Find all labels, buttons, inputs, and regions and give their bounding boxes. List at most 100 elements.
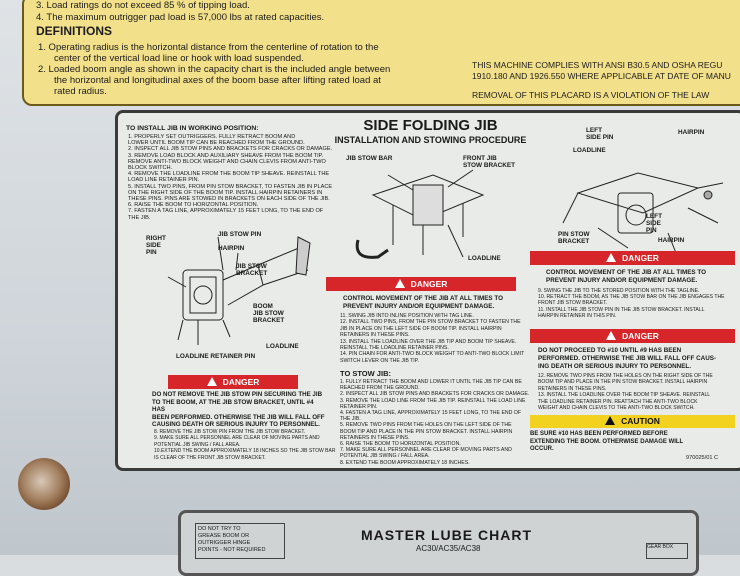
text-line: REACHED FROM THE GROUND. [340,385,420,392]
label-boom-jib-stow-bracket: BOOM JIB STOW BRACKET [253,303,285,324]
text-line: ING DEATH OR SERIOUS INJURY TO PERSONNEL… [538,363,692,370]
text-line: LOWER UNTIL BOOM TIP CAN BE REACHED FROM… [128,140,305,147]
danger-label-right-1: DANGER [622,253,659,263]
caution-label: CAUTION [621,416,660,426]
panel-bolt [18,458,70,510]
text-line: CONTROL MOVEMENT OF THE JIB AT ALL TIMES… [343,295,503,302]
text-line: 9. SWING THE JIB TO THE STORED POSITION … [538,288,700,294]
label-jib-stow-pin: JIB STOW PIN [218,231,262,238]
label-hairpin-left: HAIRPIN [218,245,245,252]
label-loadline-right: LOADLINE [573,147,606,154]
label-jib-stow-bracket: JIB STOW BRACKET [236,263,268,277]
label-left-side-pin-bottom: LEFT SIDE PIN [646,213,662,234]
text-line: SWITCH LEVER ON THE JIB TIP. [340,357,419,364]
text-line: CONTROL MOVEMENT OF THE JIB AT ALL TIMES… [546,269,706,276]
jib-stow-bar-illustration [355,169,485,259]
danger-label-right-2: DANGER [622,331,659,341]
compliance-line-2: 1910.180 AND 1926.550 WHERE APPLICABLE A… [472,71,731,81]
text-line: THESE PINS. PINS ARE STOWED IN BRACKETS … [128,196,330,202]
stow-heading: TO STOW JIB: [340,369,391,378]
definitions-heading: DEFINITIONS [36,24,113,38]
text-line: JIB IN PLACE ON THE LEFT SIDE OF BOOM TI… [340,325,502,332]
text-line: REINSTALL THE LOADLINE RETAINER PINS. [340,345,449,351]
label-pin-stow-bracket: PIN STOW BRACKET [558,231,590,245]
text-line: FRONT JIB STOW BRACKET. [538,300,608,307]
load-rating-note: 3. Load ratings do not exceed 85 % of ti… [36,0,250,11]
text-line: 6. RAISE THE BOOM TO HORIZONTAL POSITION… [128,202,259,209]
text-line: HAIRPIN RETAINER IN THIS PIN. [538,312,617,319]
label-left-side-pin-top: LEFT SIDE PIN [586,127,614,141]
text-line: 13. INSTALL THE LOADLINE OVER THE BOOM T… [538,392,711,399]
compliance-line-1: THIS MACHINE COMPLIES WITH ANSI B30.5 AN… [472,60,723,70]
text-line: 7. FASTEN A TAG LINE, APPROXIMATELY 15 F… [128,208,324,215]
warning-triangle-icon [394,279,405,288]
text-line: THE JIB. [128,214,151,221]
lube-chart-title: MASTER LUBE CHART [361,527,532,543]
text-line: RETAINERS IN THESE PINS. [340,332,410,339]
text-line: OCCUR. [530,446,554,452]
text-line: TO THE BOOM, AT THE JIB STOW BRACKET, UN… [152,398,314,406]
text-line: RETAINERS IN THESE PINS. [538,385,607,392]
side-folding-jib-placard: SIDE FOLDING JIB INSTALLATION AND STOWIN… [115,110,740,471]
warning-triangle-icon [606,253,617,262]
warning-triangle-icon [606,331,617,340]
text-line: 1. FULLY RETRACT THE BOOM AND LOWER IT U… [340,379,522,385]
text-line: 5. REMOVE TWO PINS FROM THE HOLES ON THE… [340,422,512,429]
lube-chart-models: AC30/AC35/AC38 [416,544,481,553]
danger-label-center: DANGER [410,279,448,289]
label-loadline-left: LOADLINE [266,343,299,350]
danger-label-left: DANGER [222,377,260,387]
text-line: 3. REMOVE LOAD BLOCK AND AUXILIARY SHEAV… [128,152,324,159]
text-line: 2. INSPECT ALL JIB STOW PINS AND BRACKET… [128,146,333,153]
load-chart-placard: 3. Load ratings do not exceed 85 % of ti… [22,0,740,106]
text-line: THE LOADLINE RETAINER PIN. REATTACH THE … [538,398,698,405]
text-line: 13. INSTALL THE LOADLINE OVER THE JIB TI… [340,338,517,345]
text-line: DO NOT REMOVE THE JIB STOW PIN SECURING … [152,391,323,398]
removal-warning: REMOVAL OF THIS PLACARD IS A VIOLATION O… [472,90,710,100]
text-line: THE JIB. [340,416,361,423]
text-line: IS CLEAR OF THE FRONT JIB STOW BRACKET. [154,454,266,461]
text-line: 10. RETRACT THE BOOM, AS THE JIB STOW BA… [538,294,725,301]
definition-2a: 2. Loaded boom angle as shown in the cap… [38,64,391,75]
lube-corner-box: GEAR BOX [646,543,688,559]
text-line: 8. EXTEND THE BOOM APPROXIMATELY 18 INCH… [340,459,470,466]
label-right-side-pin: RIGHT SIDE PIN [146,235,166,256]
text-line: 4. FASTEN A TAG LINE, APPROXIMATELY 15 F… [340,410,522,416]
outrigger-load-note: 4. The maximum outrigger pad load is 57,… [36,12,325,23]
definition-2c: rated radius. [54,86,107,97]
boom-tip-left-illustration [562,172,724,254]
master-lube-chart-placard: DO NOT TRY TO GREASE BOOM OR OUTRIGGER H… [178,510,699,576]
text-line: POTENTIAL JIB SWING / FALL AREA. [340,453,430,460]
lube-note: DO NOT TRY TO GREASE BOOM OR OUTRIGGER H… [195,523,285,559]
label-jib-stow-bar: JIB STOW BAR [346,155,393,162]
label-front-jib-stow-bracket: FRONT JIB STOW BRACKET [463,155,516,169]
danger-banner-left: DANGER [168,375,298,389]
danger-banner-center: DANGER [326,277,516,291]
caution-banner: CAUTION [530,415,735,428]
text-line: BOOM TIP AND PLACE IN THE PIN STOW BRACK… [340,428,513,435]
definition-2b: the horizontal and longitudinal axes of … [54,75,381,86]
text-line: 2. INSPECT ALL JIB STOW PINS AND BRACKET… [340,391,530,398]
install-heading: TO INSTALL JIB IN WORKING POSITION: [126,125,259,132]
text-line: 1. PROPERLY SET OUTRIGGERS. FULLY RETRAC… [128,134,296,140]
warning-triangle-icon [206,377,217,386]
label-loadline-retainer-pin: LOADLINE RETAINER PIN [176,353,256,360]
text-line: CAUSING DEATH OR SERIOUS INJURY TO PERSO… [152,421,320,428]
part-number: 970025/01 C [686,455,719,461]
definition-1b: center of the vertical load line or hook… [54,53,304,64]
text-line: PREVENT INJURY AND/OR EQUIPMENT DAMAGE. [343,303,495,310]
danger-banner-right-2: DANGER [530,329,735,343]
text-line: BOOM TIP AND PLACE IN THE PIN STOW BRACK… [538,379,708,386]
text-line: 11. SWING JIB INTO INLINE POSITION WITH … [340,313,474,319]
text-line: 3. REMOVE THE LOAD LINE FROM THE JIB TIP… [340,397,526,404]
label-hairpin-bottom: HAIRPIN [658,237,685,244]
text-line: 14. PIN CHAIN FOR ANTI-TWO BLOCK WEIGHT … [340,351,525,358]
text-line: BLOCK SWITCH. [128,165,173,171]
text-line: 12. REMOVE TWO PINS FROM THE HOLES ON TH… [538,373,713,379]
text-line: BEEN PERFORMED. OTHERWISE THE JIB WILL F… [152,413,325,421]
text-line: PREVENT INJURY AND/OR EQUIPMENT DAMAGE. [546,277,698,284]
boom-tip-right-illustration [167,236,311,345]
text-line: 9. MAKE SURE ALL PERSONNEL ARE CLEAR OF … [154,435,320,442]
danger-banner-right-1: DANGER [530,251,735,265]
placard-title: SIDE FOLDING JIB [363,117,498,134]
